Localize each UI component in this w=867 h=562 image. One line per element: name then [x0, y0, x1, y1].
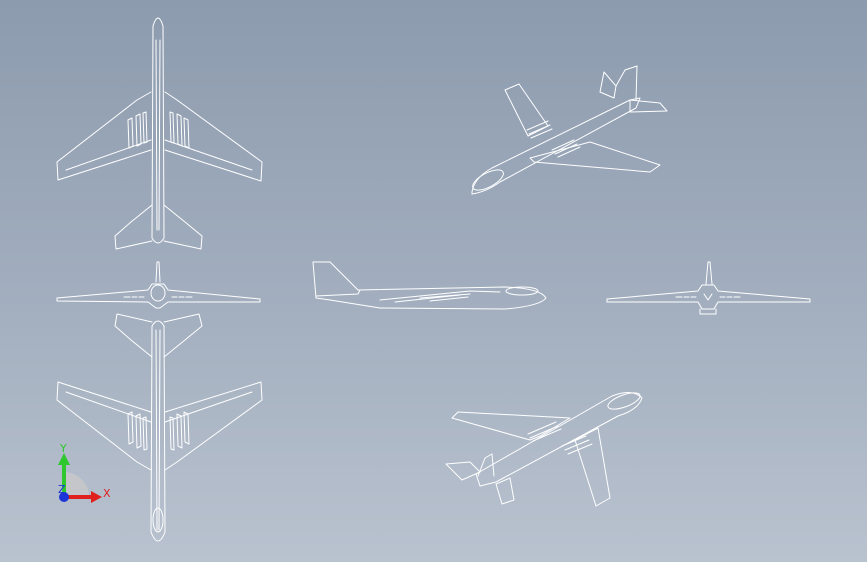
bottom-view[interactable]	[56, 313, 263, 542]
isometric-view-upper[interactable]	[470, 65, 668, 195]
y-axis-label: Y	[59, 442, 67, 455]
y-axis-arrow	[58, 453, 70, 465]
side-view[interactable]	[312, 261, 547, 310]
front-view[interactable]	[56, 261, 261, 309]
top-view[interactable]	[56, 17, 263, 250]
triad-plane-arc	[64, 472, 89, 497]
isometric-view-lower[interactable]	[445, 390, 643, 507]
axis-triad: Y X Z	[58, 442, 111, 503]
z-axis-label: Z	[58, 483, 66, 496]
x-axis-arrow	[91, 491, 102, 503]
z-axis-dot	[59, 492, 69, 502]
rear-view[interactable]	[606, 261, 811, 315]
x-axis-label: X	[103, 487, 111, 500]
